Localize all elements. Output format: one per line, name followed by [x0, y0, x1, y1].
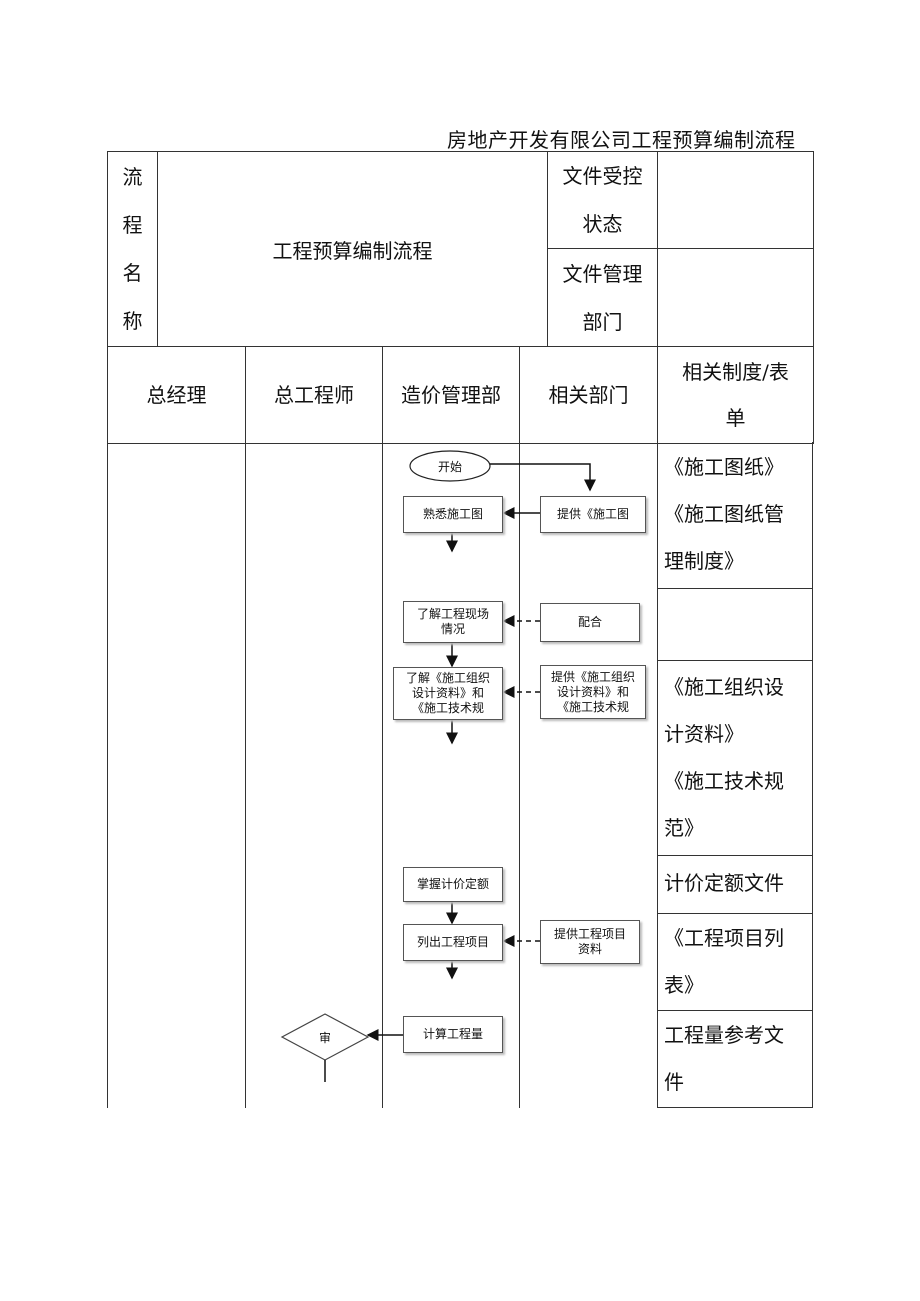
box-text: 提供《施工图 [556, 507, 629, 521]
lane-header-cost-dept: 造价管理部 [382, 346, 520, 444]
list-items-box: 列出工程项目 [403, 924, 503, 961]
understand-design-box: 了解《施工组织 设计资料》和 《施工技术规 [393, 667, 503, 720]
lane-border [812, 442, 813, 1108]
start-node: 开始 [437, 460, 462, 474]
process-name-label: 流 程 名 称 [107, 151, 158, 347]
cooperate-box: 配合 [540, 603, 640, 642]
ref-line: 《工程项目列 [664, 926, 784, 950]
box-text: 计算工程量 [422, 1027, 483, 1041]
ref-line: 计价定额文件 [664, 871, 784, 895]
start-oval [409, 450, 491, 482]
ref-header-line: 单 [725, 406, 746, 430]
ref-row-divider [657, 1107, 812, 1108]
ref-header-line: 相关制度/表 [682, 360, 789, 384]
familiarize-drawings-box: 熟悉施工图 [403, 496, 503, 533]
lane-border [245, 442, 246, 1108]
ref-line: 《施工图纸管 [664, 502, 784, 526]
control-status-line: 文件受控 [562, 164, 643, 188]
lane-header-related-dept: 相关部门 [519, 346, 658, 444]
box-text: 设计资料》和 [556, 684, 629, 699]
box-text: 提供工程项目 [553, 927, 626, 941]
ref-cell-quota: 计价定额文件 [658, 860, 814, 907]
lane-border [382, 442, 383, 1108]
ref-line: 件 [664, 1070, 684, 1094]
lane-border [519, 442, 520, 1108]
ref-row-divider [657, 588, 812, 589]
arrow-start-to-provide [490, 463, 596, 492]
process-name-value: 工程预算编制流程 [157, 151, 548, 347]
ref-cell-item-list: 《工程项目列 表》 [658, 915, 814, 1009]
ref-row-divider [657, 1010, 812, 1011]
lane-header-chief-engineer: 总工程师 [245, 346, 383, 444]
provide-drawings-box: 提供《施工图 [540, 496, 646, 533]
ref-row-divider [657, 660, 812, 661]
ref-cell-quantity: 工程量参考文 件 [658, 1012, 814, 1106]
box-text: 配合 [577, 615, 602, 629]
ref-line: 《施工图纸》 [664, 455, 784, 479]
box-text: 设计资料》和 [411, 686, 484, 700]
ref-line: 理制度》 [664, 549, 744, 573]
ref-row-divider [657, 855, 812, 856]
calc-quantity-box: 计算工程量 [403, 1016, 503, 1053]
box-text: 情况 [440, 622, 465, 636]
ref-line: 工程量参考文 [664, 1023, 784, 1047]
ref-line: 计资料》 [664, 722, 744, 746]
box-text: 了解工程现场 [416, 607, 489, 621]
manage-dept-label: 文件管理 部门 [547, 248, 658, 347]
lane-header-references: 相关制度/表 单 [657, 346, 814, 444]
ref-line: 《施工技术规 [664, 769, 784, 793]
ref-row-divider [657, 913, 812, 914]
label-char: 流 [122, 165, 143, 189]
master-quota-box: 掌握计价定额 [403, 867, 503, 902]
box-text: 《施工技术规 [411, 701, 484, 715]
manage-dept-value [657, 248, 814, 347]
label-char: 程 [122, 213, 143, 237]
manage-dept-line: 文件管理 [562, 261, 643, 286]
box-text: 提供《施工组织 [550, 669, 635, 684]
provide-items-box: 提供工程项目 资料 [540, 920, 640, 964]
box-text: 熟悉施工图 [422, 507, 483, 521]
control-status-line: 状态 [582, 212, 623, 236]
swimlane-header: 总经理 总工程师 造价管理部 相关部门 相关制度/表 单 [107, 346, 814, 444]
ref-line: 《施工组织设 [664, 675, 784, 699]
label-char: 名 [122, 261, 143, 285]
document-title: 房地产开发有限公司工程预算编制流程 [447, 128, 796, 152]
box-text: 《施工技术规 [556, 699, 629, 714]
control-status-label: 文件受控 状态 [547, 151, 658, 249]
box-text: 资料 [577, 942, 602, 956]
ref-cell-drawings: 《施工图纸》 《施工图纸管 理制度》 [658, 444, 814, 585]
lane-border [657, 442, 658, 1108]
lane-header-gm: 总经理 [107, 346, 246, 444]
label-char: 称 [122, 309, 143, 333]
box-text: 了解《施工组织 [405, 671, 490, 685]
ref-line: 表》 [664, 973, 704, 997]
lane-border [107, 442, 108, 1108]
manage-dept-line: 部门 [582, 309, 623, 334]
process-meta-table: 流 程 名 称 工程预算编制流程 文件受控 状态 文件管理 部门 [107, 151, 814, 347]
understand-site-box: 了解工程现场 情况 [403, 601, 503, 643]
ref-line: 范》 [664, 816, 704, 840]
ref-cell-design: 《施工组织设 计资料》 《施工技术规 范》 [658, 664, 814, 852]
box-text: 掌握计价定额 [416, 877, 489, 891]
box-text: 列出工程项目 [416, 935, 489, 949]
provide-design-box: 提供《施工组织 设计资料》和 《施工技术规 [540, 665, 646, 719]
review-node: 审 [318, 1031, 331, 1045]
